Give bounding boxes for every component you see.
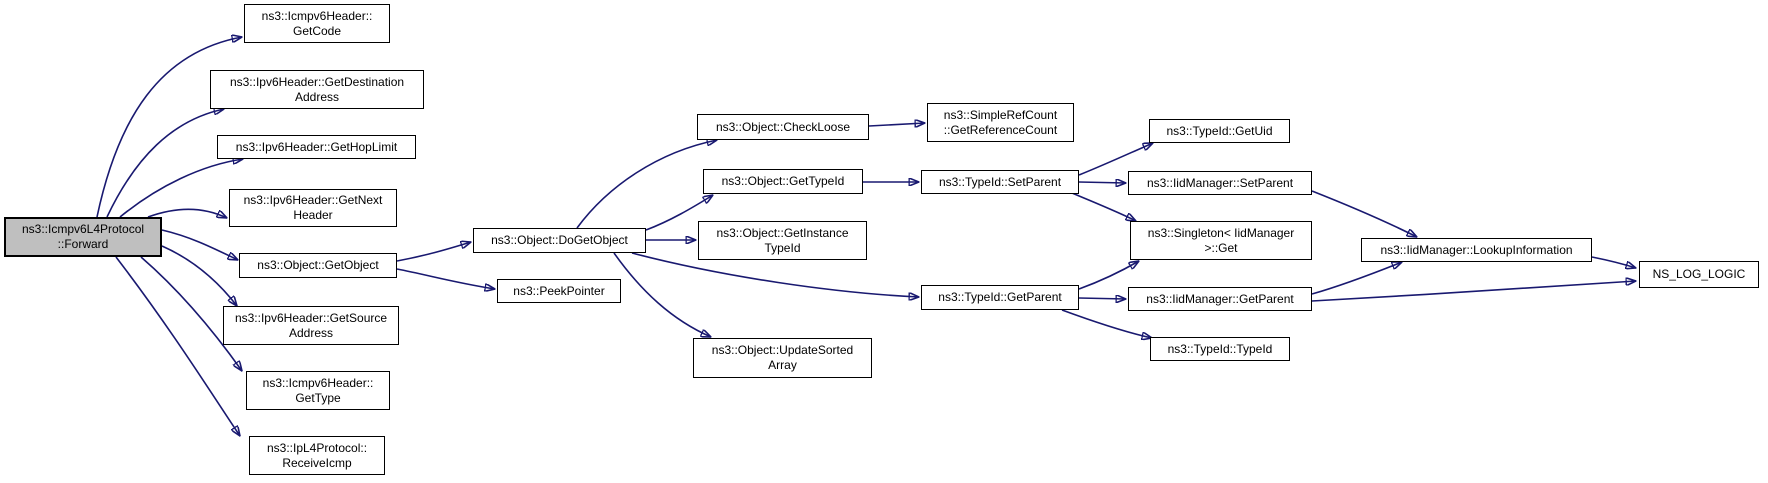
edge-forward-get_type bbox=[140, 256, 242, 371]
edge-forward-get_code bbox=[96, 37, 242, 218]
edge-typeid_set_parent-typeid_get_uid bbox=[1078, 143, 1153, 176]
edge-iid_set_parent-lookup_info bbox=[1311, 190, 1417, 237]
edge-typeid_get_parent-typeid_typeid bbox=[1061, 309, 1152, 338]
node-typeid-getparent[interactable]: ns3::TypeId::GetParent bbox=[921, 285, 1079, 310]
node-icmpv6l4protocol-forward: ns3::Icmpv6L4Protocol ::Forward bbox=[4, 217, 162, 257]
node-object-dogetobject[interactable]: ns3::Object::DoGetObject bbox=[473, 228, 646, 253]
edge-forward-get_source bbox=[161, 245, 237, 306]
edge-forward-get_next bbox=[147, 208, 227, 218]
node-typeid-setparent[interactable]: ns3::TypeId::SetParent bbox=[921, 170, 1079, 194]
edge-forward-get_object bbox=[161, 229, 238, 260]
edge-typeid_get_parent-iid_get_parent bbox=[1078, 298, 1126, 299]
edge-lookup_info-ns_log_logic bbox=[1591, 256, 1636, 268]
edge-do_get_object-update_sorted bbox=[613, 252, 711, 337]
node-peekpointer[interactable]: ns3::PeekPointer bbox=[497, 279, 621, 303]
edge-check_loose-get_ref_count bbox=[868, 123, 925, 126]
edge-forward-get_dest bbox=[106, 109, 224, 218]
node-object-getinstancetypeid[interactable]: ns3::Object::GetInstance TypeId bbox=[698, 221, 867, 260]
node-typeid-getuid[interactable]: ns3::TypeId::GetUid bbox=[1149, 119, 1290, 143]
edge-get_object-do_get_object bbox=[396, 242, 471, 262]
edge-iid_get_parent-ns_log_logic bbox=[1311, 281, 1636, 302]
edge-get_object-peek_pointer bbox=[396, 268, 495, 289]
edge-iid_get_parent-lookup_info bbox=[1311, 262, 1402, 295]
edge-typeid_set_parent-iid_set_parent bbox=[1078, 182, 1126, 183]
node-ipv6header-getdestinationaddress[interactable]: ns3::Ipv6Header::GetDestination Address bbox=[210, 70, 424, 109]
node-object-gettypeid[interactable]: ns3::Object::GetTypeId bbox=[703, 169, 863, 194]
edge-typeid_set_parent-singleton_get bbox=[1071, 192, 1136, 221]
edge-do_get_object-get_type_id bbox=[645, 195, 713, 231]
node-object-checkloose[interactable]: ns3::Object::CheckLoose bbox=[697, 114, 869, 140]
node-singleton-iidmanager-get[interactable]: ns3::Singleton< IidManager >::Get bbox=[1130, 221, 1312, 260]
node-typeid-typeid[interactable]: ns3::TypeId::TypeId bbox=[1150, 337, 1290, 361]
node-ipv6header-gethoplimit[interactable]: ns3::Ipv6Header::GetHopLimit bbox=[217, 135, 416, 159]
node-icmpv6header-gettype[interactable]: ns3::Icmpv6Header:: GetType bbox=[246, 371, 390, 410]
edge-do_get_object-check_loose bbox=[576, 140, 717, 229]
node-simplerefcount-getreferencecount[interactable]: ns3::SimpleRefCount ::GetReferenceCount bbox=[927, 103, 1074, 142]
edge-forward-receive_icmp bbox=[115, 256, 240, 436]
node-icmpv6header-getcode[interactable]: ns3::Icmpv6Header:: GetCode bbox=[244, 4, 390, 43]
node-iidmanager-lookupinformation[interactable]: ns3::IidManager::LookupInformation bbox=[1361, 238, 1592, 262]
node-ipl4protocol-receiveicmp[interactable]: ns3::IpL4Protocol:: ReceiveIcmp bbox=[249, 436, 385, 475]
node-ns-log-logic[interactable]: NS_LOG_LOGIC bbox=[1639, 261, 1759, 288]
edge-forward-get_hop bbox=[119, 159, 243, 218]
edge-do_get_object-typeid_get_parent bbox=[631, 252, 919, 297]
node-iidmanager-setparent[interactable]: ns3::IidManager::SetParent bbox=[1128, 171, 1312, 195]
edge-typeid_get_parent-singleton_get bbox=[1078, 261, 1139, 290]
node-object-getobject[interactable]: ns3::Object::GetObject bbox=[239, 253, 397, 278]
node-ipv6header-getnextheader[interactable]: ns3::Ipv6Header::GetNext Header bbox=[229, 189, 397, 227]
node-iidmanager-getparent[interactable]: ns3::IidManager::GetParent bbox=[1128, 287, 1312, 311]
node-object-updatesortedarray[interactable]: ns3::Object::UpdateSorted Array bbox=[693, 338, 872, 378]
node-ipv6header-getsourceaddress[interactable]: ns3::Ipv6Header::GetSource Address bbox=[223, 306, 399, 345]
